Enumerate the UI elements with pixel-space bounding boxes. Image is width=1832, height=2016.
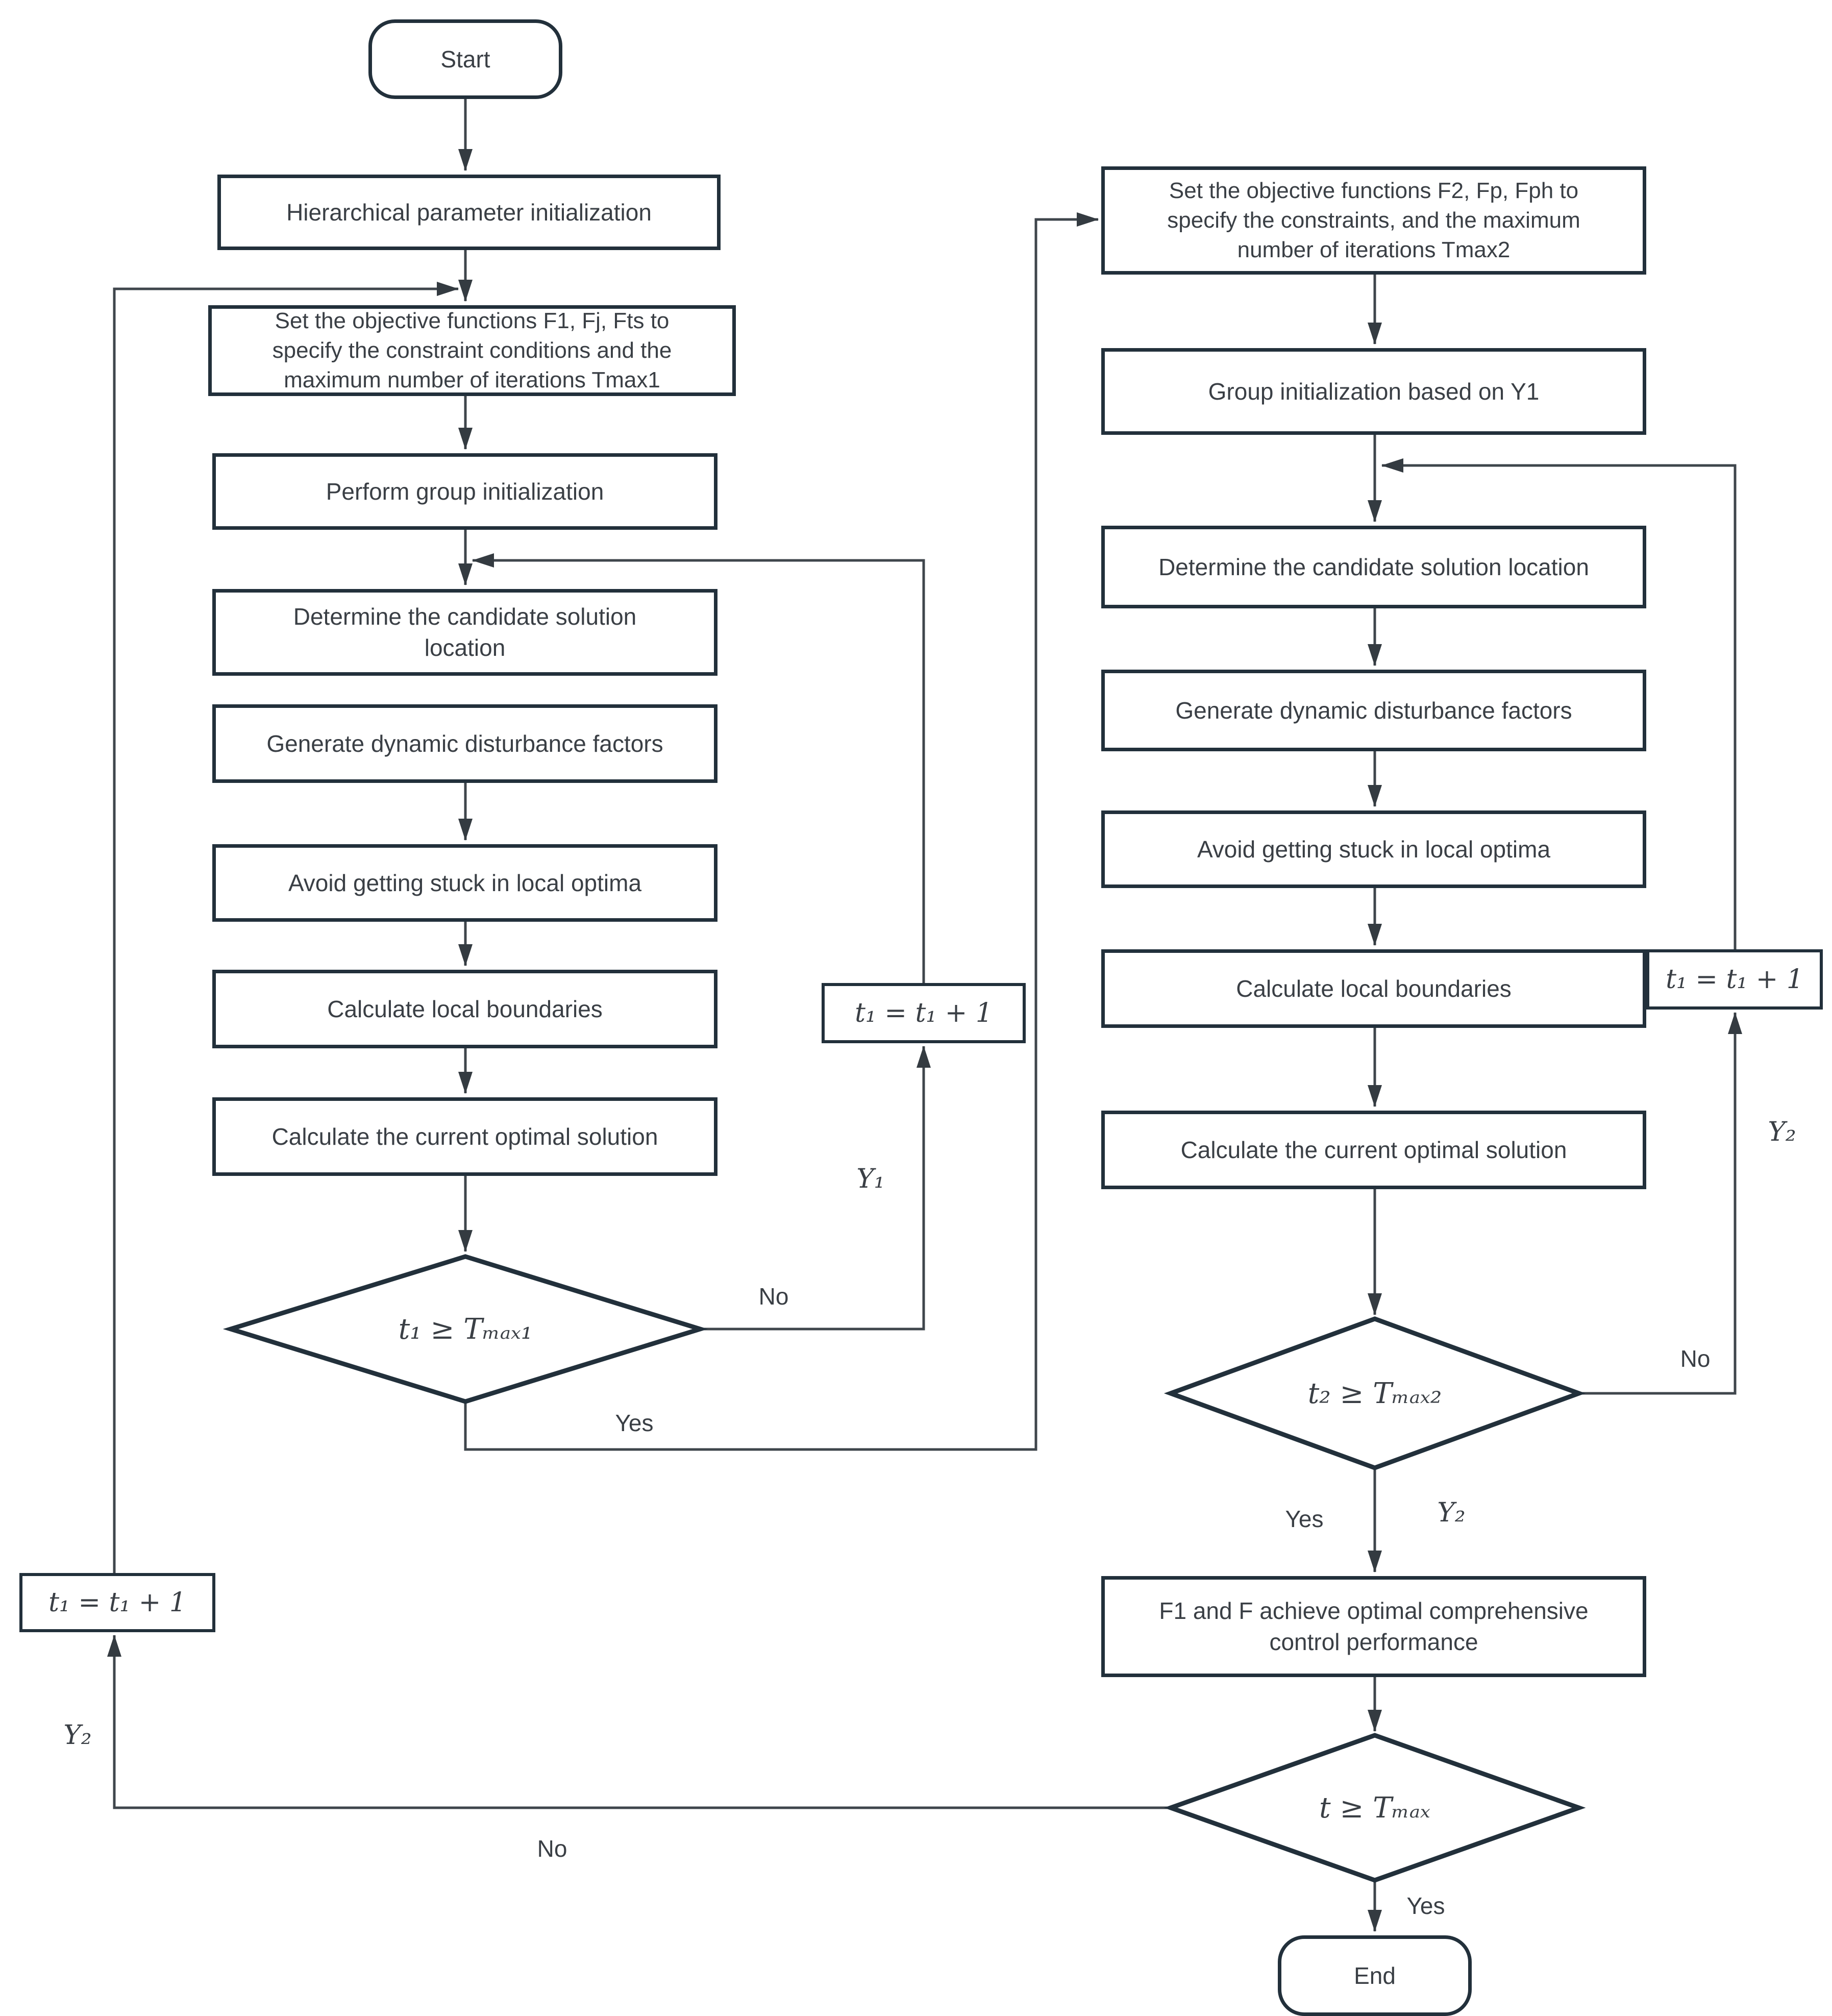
terminal-end: End xyxy=(1278,1935,1472,2016)
process-avoid-local-optima-right: Avoid getting stuck in local optima xyxy=(1101,810,1646,888)
process-determine-candidate-left: Determine the candidate solution locatio… xyxy=(212,589,717,676)
process-increment-t1-right: t₁ = t₁ + 1 xyxy=(1646,949,1823,1010)
label-d1-loop-y1: Y₁ xyxy=(856,1164,885,1194)
edge-increment-right-return xyxy=(1381,458,1737,949)
decision-t-tmax-shape xyxy=(1163,1733,1586,1883)
label-d1-yes: Yes xyxy=(615,1410,654,1436)
process-increment-t1-bottom: t₁ = t₁ + 1 xyxy=(19,1573,215,1632)
terminal-start: Start xyxy=(368,19,562,99)
label-d3-loop-y2: Y₂ xyxy=(63,1720,92,1751)
decision-t1-tmax1-shape xyxy=(222,1254,708,1404)
process-generate-disturbance-right: Generate dynamic disturbance factors xyxy=(1101,670,1646,751)
label-d3-yes: Yes xyxy=(1406,1892,1445,1919)
label-d2-loop-y2: Y₂ xyxy=(1768,1117,1796,1147)
process-hierarchical-parameter-initialization: Hierarchical parameter initialization xyxy=(217,175,721,250)
edge-d2-no-to-increment xyxy=(1579,1012,1742,1395)
label-d3-no: No xyxy=(537,1835,567,1862)
process-group-init-based-on-y1: Group initialization based on Y1 xyxy=(1101,348,1646,435)
process-avoid-local-optima-left: Avoid getting stuck in local optima xyxy=(212,844,717,922)
edge-increment-bottom-return xyxy=(113,282,459,1573)
process-increment-t1-left: t₁ = t₁ + 1 xyxy=(822,983,1026,1043)
process-perform-group-initialization: Perform group initialization xyxy=(212,453,717,530)
process-calc-optimal-solution-left: Calculate the current optimal solution xyxy=(212,1097,717,1176)
process-optimal-control-performance: F1 and F achieve optimal comprehensive c… xyxy=(1101,1576,1646,1677)
label-d2-no: No xyxy=(1680,1345,1711,1372)
label-d2-yes: Yes xyxy=(1285,1506,1324,1532)
label-d1-no: No xyxy=(758,1283,789,1310)
process-calc-optimal-solution-right: Calculate the current optimal solution xyxy=(1101,1111,1646,1189)
process-set-objectives-stage2: Set the objective functions F2, Fp, Fph … xyxy=(1101,166,1646,275)
edge-d1-no-to-increment xyxy=(700,1046,931,1331)
process-determine-candidate-right: Determine the candidate solution locatio… xyxy=(1101,526,1646,608)
edge-d1-yes-to-r1 xyxy=(464,212,1099,1451)
edge-increment-left-return xyxy=(472,553,925,983)
edge-d3-no-to-increment xyxy=(107,1635,1171,1809)
decision-t2-tmax2-shape xyxy=(1163,1316,1586,1470)
decision-t2-tmax2-label: t₂ ≥ Tₘₐₓ₂ xyxy=(1307,1376,1442,1410)
decision-t1-tmax1-label: t₁ ≥ Tₘₐₓ₁ xyxy=(398,1312,533,1346)
process-calc-local-boundaries-right: Calculate local boundaries xyxy=(1101,949,1646,1028)
process-calc-local-boundaries-left: Calculate local boundaries xyxy=(212,970,717,1048)
process-generate-disturbance-left: Generate dynamic disturbance factors xyxy=(212,704,717,783)
process-set-objectives-stage1: Set the objective functions F1, Fj, Fts … xyxy=(208,305,736,396)
decision-t-tmax-label: t ≥ Tₘₐₓ xyxy=(1319,1791,1430,1825)
label-d2-yes-y2: Y₂ xyxy=(1437,1497,1466,1528)
